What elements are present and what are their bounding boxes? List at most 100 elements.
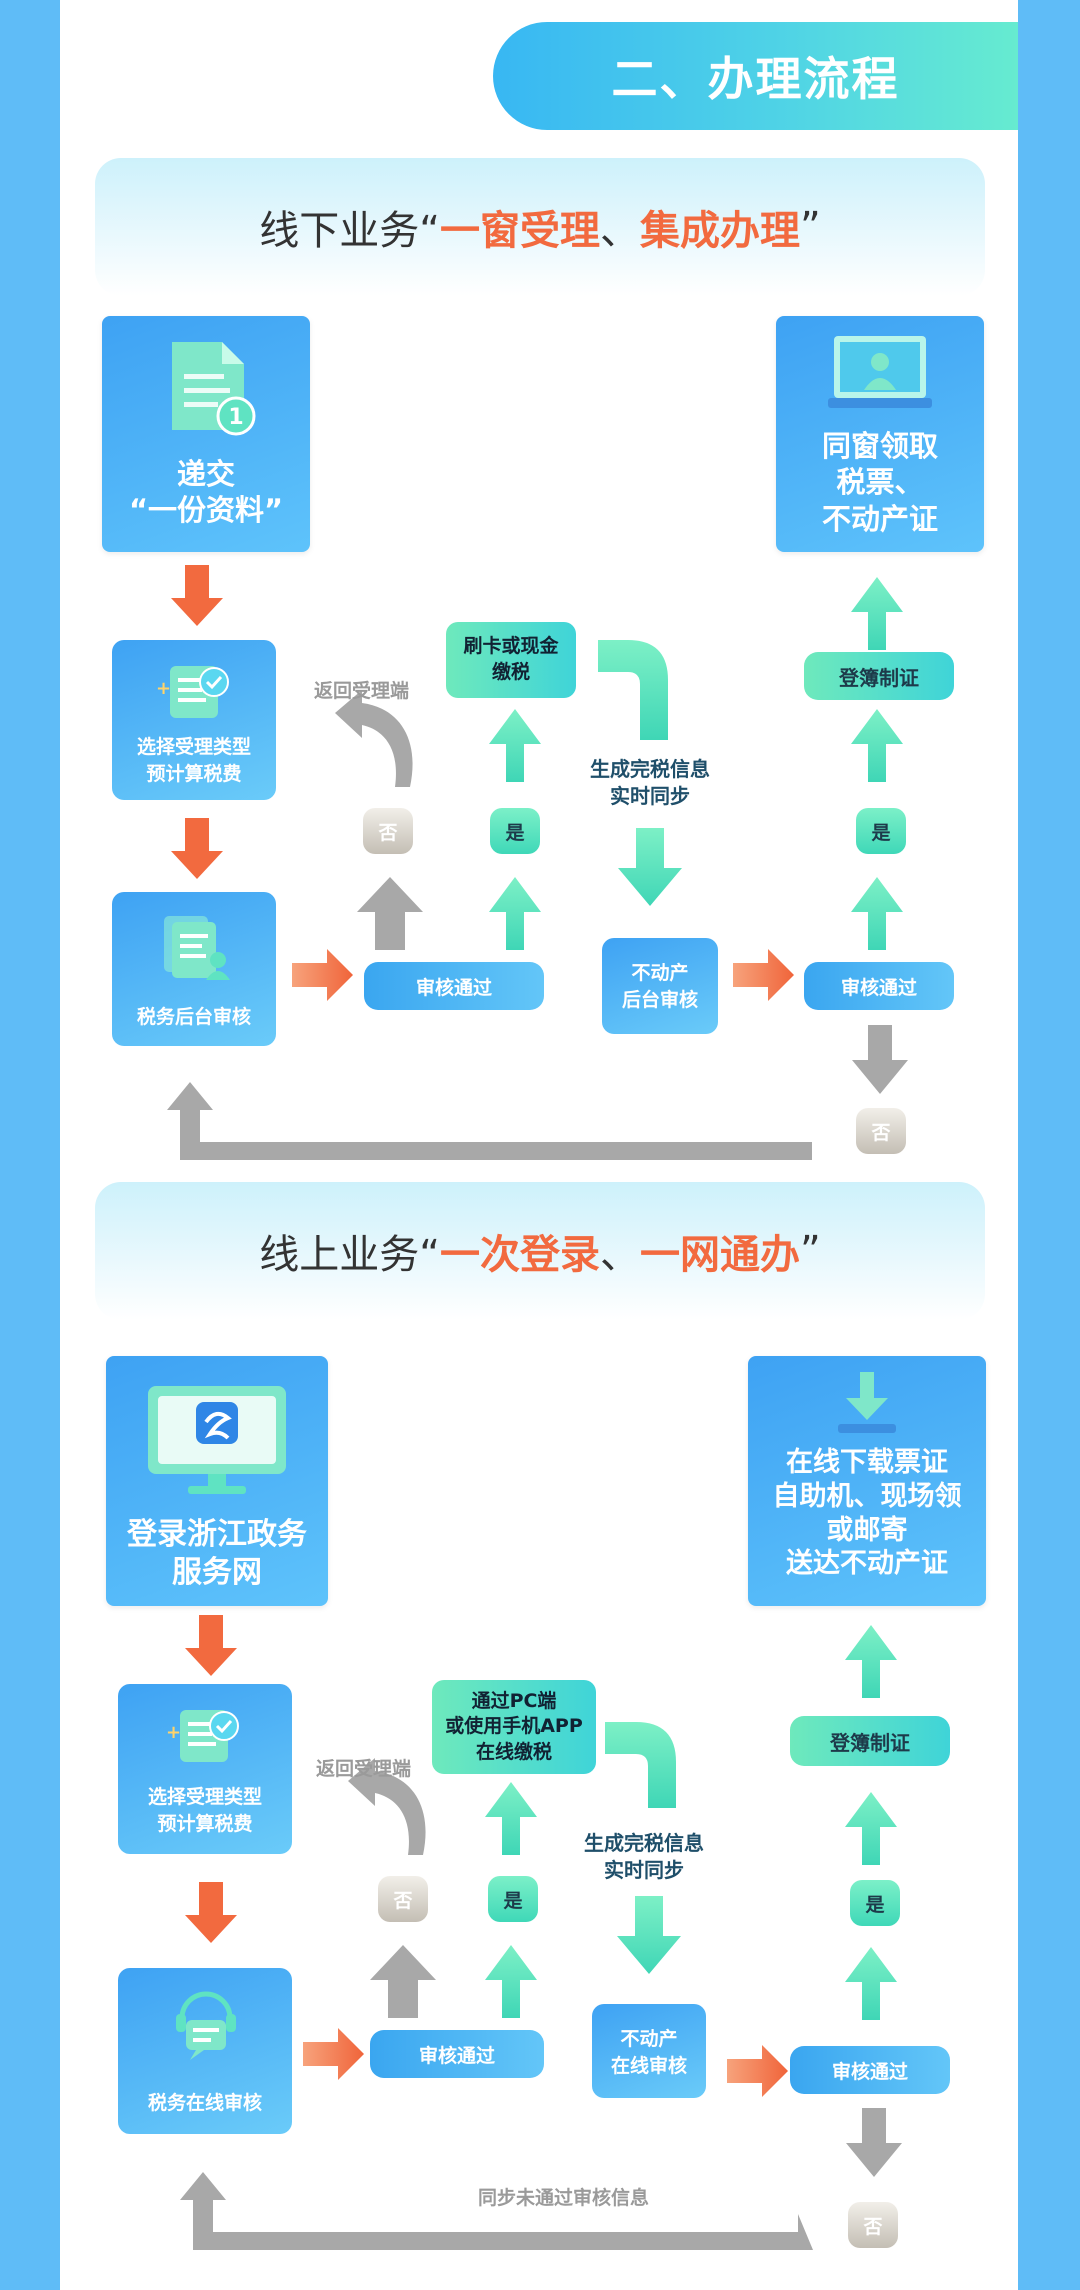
arrow-up-green bbox=[489, 709, 541, 782]
pay-line: 通过PC端 bbox=[471, 1689, 557, 1712]
banner-text: ” bbox=[800, 204, 821, 250]
download-line: 在线下载票证 bbox=[786, 1447, 948, 1478]
yes-badge: 是 bbox=[856, 808, 906, 854]
tax-review-box: 税务后台审核 bbox=[112, 892, 276, 1046]
arrow-up-green bbox=[851, 709, 903, 782]
banner-separator: 、 bbox=[600, 208, 640, 254]
sync-line: 实时同步 bbox=[604, 1858, 684, 1882]
banner-highlight: 一窗受理 bbox=[440, 208, 600, 254]
property-review-text: 不动产 在线审核 bbox=[592, 2026, 706, 2079]
no-badge: 否 bbox=[363, 808, 413, 854]
select-line: 选择受理类型 bbox=[136, 736, 251, 758]
banner-text: 线上业务“ bbox=[259, 1232, 440, 1278]
arrow-up-green bbox=[845, 1947, 897, 2020]
audit-pass-pill: 审核通过 bbox=[790, 2046, 950, 2094]
submit-line: 递交 bbox=[176, 457, 235, 491]
pay-line: 或使用手机APP bbox=[445, 1715, 583, 1738]
banner-text: 线下业务“ bbox=[259, 208, 440, 254]
arrow-up-green bbox=[851, 877, 903, 950]
property-line: 不动产 bbox=[631, 962, 689, 984]
badge-number: 1 bbox=[228, 405, 243, 430]
banner-separator: 、 bbox=[600, 1232, 640, 1278]
arrow-down-gray bbox=[852, 1025, 908, 1094]
select-type-box: + 选择受理类型 预计算税费 bbox=[112, 640, 276, 800]
submit-materials-box: 1 递交 “一份资料” bbox=[102, 316, 310, 552]
download-line: 送达不动产证 bbox=[786, 1548, 948, 1580]
sync-fail-label: 同步未通过审核信息 bbox=[478, 2187, 650, 2209]
arrow-return-line-gray bbox=[180, 2172, 813, 2250]
collect-line: 同窗领取 bbox=[821, 429, 938, 463]
arrow-down-orange bbox=[171, 565, 223, 626]
arrow-right-orange bbox=[303, 2028, 364, 2080]
page-title: 二、办理流程 bbox=[493, 22, 1018, 130]
login-line: 服务网 bbox=[172, 1554, 262, 1590]
property-online-review-box: 不动产 在线审核 bbox=[592, 2004, 706, 2098]
download-line: 自助机、现场领 bbox=[772, 1480, 962, 1512]
arrow-up-gray bbox=[370, 1945, 436, 2018]
audit-pass-pill: 审核通过 bbox=[804, 962, 954, 1010]
property-line: 不动产 bbox=[620, 2028, 678, 2050]
login-text: 登录浙江政务 服务网 bbox=[106, 1516, 328, 1591]
arrow-up-green bbox=[485, 1945, 537, 2018]
yes-badge: 是 bbox=[850, 1880, 900, 1926]
submit-text: 递交 “一份资料” bbox=[102, 456, 310, 529]
sync-line: 生成完税信息 bbox=[584, 1831, 704, 1855]
arrow-down-green bbox=[617, 1896, 681, 1974]
yes-badge: 是 bbox=[488, 1876, 538, 1922]
svg-text:+: + bbox=[156, 678, 171, 699]
select-line: 预计算税费 bbox=[146, 762, 242, 785]
no-badge: 否 bbox=[856, 1108, 906, 1154]
offline-section-banner: 线下业务“一窗受理、集成办理” bbox=[95, 158, 985, 296]
pay-online-box: 通过PC端 或使用手机APP 在线缴税 bbox=[432, 1680, 596, 1774]
arrow-return-line-gray bbox=[167, 1080, 812, 1142]
sync-note: 生成完税信息 实时同步 bbox=[572, 1830, 716, 1884]
banner-highlight: 一网通办 bbox=[640, 1232, 800, 1278]
return-label: 返回受理端 bbox=[314, 680, 410, 702]
download-receipt-box: 在线下载票证 自助机、现场领 或邮寄 送达不动产证 bbox=[748, 1356, 986, 1606]
tax-online-review-label: 税务在线审核 bbox=[147, 2092, 262, 2114]
arrow-up-green bbox=[845, 1625, 897, 1698]
chat-headset-icon bbox=[176, 1991, 236, 2060]
collect-line: 税票、 bbox=[836, 465, 924, 500]
arrow-up-gray bbox=[357, 877, 423, 950]
sync-note: 生成完税信息 实时同步 bbox=[578, 756, 722, 810]
select-line: 选择受理类型 bbox=[147, 1786, 262, 1808]
property-line: 在线审核 bbox=[610, 2054, 687, 2077]
no-badge: 否 bbox=[848, 2202, 898, 2248]
list-check-icon: + bbox=[166, 1710, 239, 1762]
service-desk-icon bbox=[828, 336, 932, 408]
arrow-return-gray bbox=[348, 1758, 426, 1855]
property-review-box: 不动产 后台审核 bbox=[602, 938, 718, 1034]
tax-online-review-box: 税务在线审核 bbox=[118, 1968, 292, 2134]
arrow-right-orange bbox=[727, 2045, 788, 2097]
yes-badge: 是 bbox=[490, 808, 540, 854]
download-text: 在线下载票证 自助机、现场领 或邮寄 送达不动产证 bbox=[748, 1446, 986, 1581]
return-label: 返回受理端 bbox=[316, 1758, 412, 1780]
arrow-return-gray bbox=[335, 690, 413, 787]
select-type-box: + 选择受理类型 预计算税费 bbox=[118, 1684, 292, 1854]
property-review-text: 不动产 后台审核 bbox=[602, 960, 718, 1013]
list-check-icon: + bbox=[156, 666, 229, 718]
arrow-right-orange bbox=[733, 949, 794, 1001]
pay-tax-box: 刷卡或现金 缴税 bbox=[446, 622, 576, 698]
register-certificate-pill: 登簿制证 bbox=[790, 1716, 950, 1766]
arrow-up-green bbox=[489, 877, 541, 950]
sync-line: 生成完税信息 bbox=[590, 757, 710, 781]
banner-highlight: 集成办理 bbox=[640, 208, 800, 254]
select-type-text: 选择受理类型 预计算税费 bbox=[118, 1784, 292, 1837]
select-type-text: 选择受理类型 预计算税费 bbox=[112, 734, 276, 787]
property-line: 后台审核 bbox=[621, 988, 698, 1011]
tax-review-label: 税务后台审核 bbox=[136, 1006, 251, 1028]
collect-receipt-box: 同窗领取 税票、 不动产证 bbox=[776, 316, 984, 552]
arrow-down-orange bbox=[185, 1882, 237, 1943]
arrow-return-line-gray bbox=[167, 1082, 812, 1160]
login-line: 登录浙江政务 bbox=[127, 1517, 307, 1552]
arrow-up-green bbox=[845, 1792, 897, 1865]
svg-text:+: + bbox=[166, 1722, 181, 1743]
submit-line: “一份资料” bbox=[128, 493, 284, 528]
download-icon bbox=[838, 1372, 896, 1433]
document-person-icon bbox=[164, 916, 230, 980]
download-line: 或邮寄 bbox=[826, 1514, 908, 1546]
